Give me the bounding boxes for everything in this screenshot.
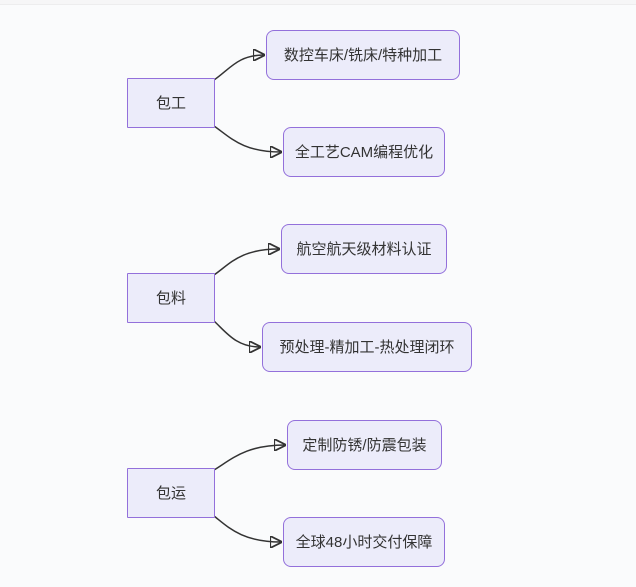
edge-baoyun-to-custom-packaging bbox=[213, 445, 285, 471]
node-label: 数控车床/铣床/特种加工 bbox=[283, 46, 443, 64]
window-top-border bbox=[0, 0, 636, 5]
node-label: 定制防锈/防震包装 bbox=[302, 436, 427, 454]
node-cnc-milling-special-machining: 数控车床/铣床/特种加工 bbox=[266, 30, 460, 80]
node-custom-rustproof-shockproof-packaging: 定制防锈/防震包装 bbox=[287, 420, 442, 470]
node-cam-programming-optimization: 全工艺CAM编程优化 bbox=[283, 127, 445, 177]
node-aerospace-material-certification: 航空航天级材料认证 bbox=[281, 224, 447, 274]
edge-baoliao-to-aerospace-material bbox=[213, 249, 279, 276]
node-baoyun: 包运 bbox=[127, 468, 215, 518]
node-baogong: 包工 bbox=[127, 78, 215, 128]
node-label: 预处理-精加工-热处理闭环 bbox=[279, 338, 455, 356]
node-pretreat-finish-heat-treatment-loop: 预处理-精加工-热处理闭环 bbox=[262, 322, 472, 372]
edge-baogong-to-cnc-machining bbox=[213, 55, 264, 81]
edge-baogong-to-cam-programming bbox=[213, 125, 281, 152]
edge-baoyun-to-global-delivery bbox=[213, 515, 281, 542]
edge-baoliao-to-process-loop bbox=[213, 320, 260, 347]
node-label: 航空航天级材料认证 bbox=[296, 240, 432, 258]
node-label: 全球48小时交付保障 bbox=[295, 533, 433, 551]
node-label: 包工 bbox=[155, 94, 186, 112]
node-label: 包料 bbox=[155, 289, 186, 307]
node-baoliao: 包料 bbox=[127, 273, 215, 323]
node-label: 包运 bbox=[155, 484, 186, 502]
node-global-48h-delivery-guarantee: 全球48小时交付保障 bbox=[283, 517, 445, 567]
node-label: 全工艺CAM编程优化 bbox=[294, 143, 434, 161]
